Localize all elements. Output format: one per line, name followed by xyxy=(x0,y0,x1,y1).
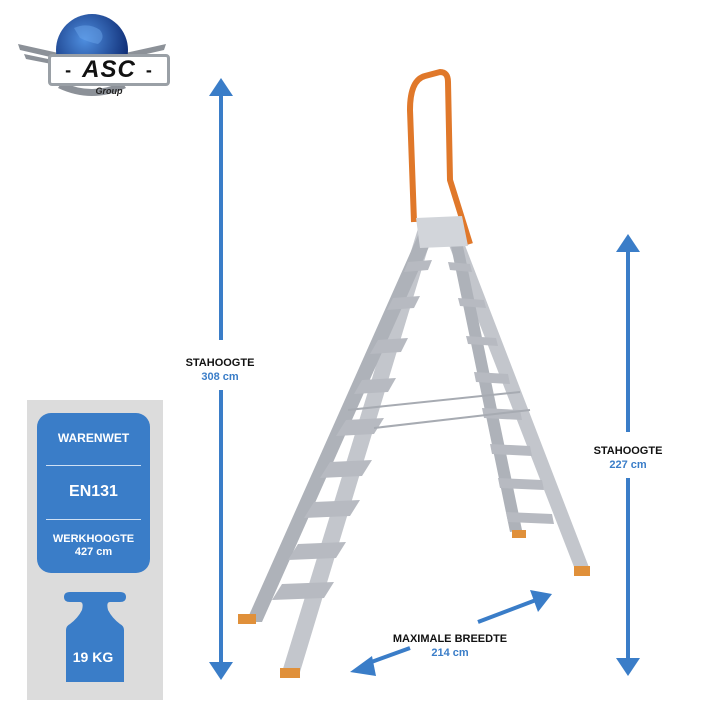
left-height-label: STAHOOGTE 308 cm xyxy=(185,357,255,383)
weight-icon xyxy=(64,592,126,682)
working-height: WERKHOOGTE 427 cm xyxy=(52,533,135,558)
width-arrow-icon xyxy=(350,590,552,676)
handrail-icon xyxy=(407,69,473,245)
right-height-arrow-icon xyxy=(616,234,640,676)
standard-code: EN131 xyxy=(69,483,118,500)
standard-label: WARENWET xyxy=(57,431,130,445)
divider xyxy=(46,519,141,520)
asc-group-logo: - ASC - Group xyxy=(14,8,170,102)
left-height-arrow-icon xyxy=(209,78,233,680)
right-height-label: STAHOOGTE 227 cm xyxy=(593,445,663,471)
weight-value: 19 KG xyxy=(72,649,114,665)
width-label: MAXIMALE BREEDTE 214 cm xyxy=(392,633,508,659)
divider xyxy=(46,465,141,466)
logo-main-text: - ASC - xyxy=(48,54,170,86)
logo-sub-text: Group xyxy=(95,86,123,96)
standard-card: WARENWET EN131 WERKHOOGTE 427 cm xyxy=(37,413,150,573)
